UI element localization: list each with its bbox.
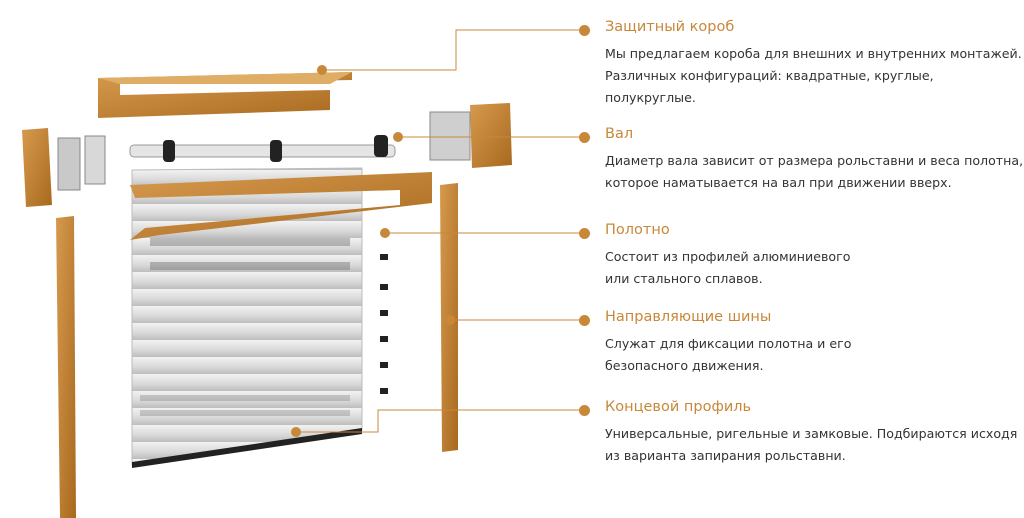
callout-description: Универсальные, ригельные и замковые. Под… [605,423,1017,467]
callout-title: Вал [605,126,634,142]
callout-title: Концевой профиль [605,399,752,415]
bullet-dot-icon [579,405,590,416]
bullet-dot-icon [579,132,590,143]
desc-line: Универсальные, ригельные и замковые. Под… [605,426,1018,441]
callout-description: Состоит из профилей алюминиевого или ста… [605,246,850,290]
bullet-dot-icon [579,25,590,36]
desc-line: из варианта запирания рольставни. [605,448,846,463]
desc-line: Диаметр вала зависит от размера рольстав… [605,153,1024,168]
protective-box-front [130,172,432,240]
desc-line: которое наматывается на вал при движении… [605,175,952,190]
locks [380,254,388,394]
desc-line: или стального сплавов. [605,271,763,286]
anchor-dots [291,65,455,437]
leader-lines [296,29,585,433]
desc-line: Мы предлагаем короба для внешних и внутр… [605,46,1022,61]
callout-description: Мы предлагаем короба для внешних и внутр… [605,43,1022,109]
desc-line: Различных конфигураций: квадратные, круг… [605,68,934,83]
right-bracket [429,111,471,161]
shaft [129,135,396,162]
callout-description: Диаметр вала зависит от размера рольстав… [605,150,1023,194]
callout-title: Защитный короб [605,19,735,35]
desc-line: Состоит из профилей алюминиевого [605,249,851,264]
desc-line: безопасного движения. [605,358,764,373]
end-profile [132,428,362,468]
curtain [131,167,363,468]
desc-line: полукруглые. [605,90,696,105]
left-guide-rail [56,216,76,518]
left-bracket [57,137,81,191]
callout-title: Направляющие шины [605,309,772,325]
callout-description: Служат для фиксации полотна и его безопа… [605,333,851,377]
right-end-cap [470,103,512,168]
bullet-dot-icon [579,315,590,326]
bullet-dot-icon [579,228,590,239]
desc-line: Служат для фиксации полотна и его [605,336,852,351]
protective-box-top [98,72,352,118]
callout-title: Полотно [605,222,670,238]
left-end-cap [22,128,52,207]
